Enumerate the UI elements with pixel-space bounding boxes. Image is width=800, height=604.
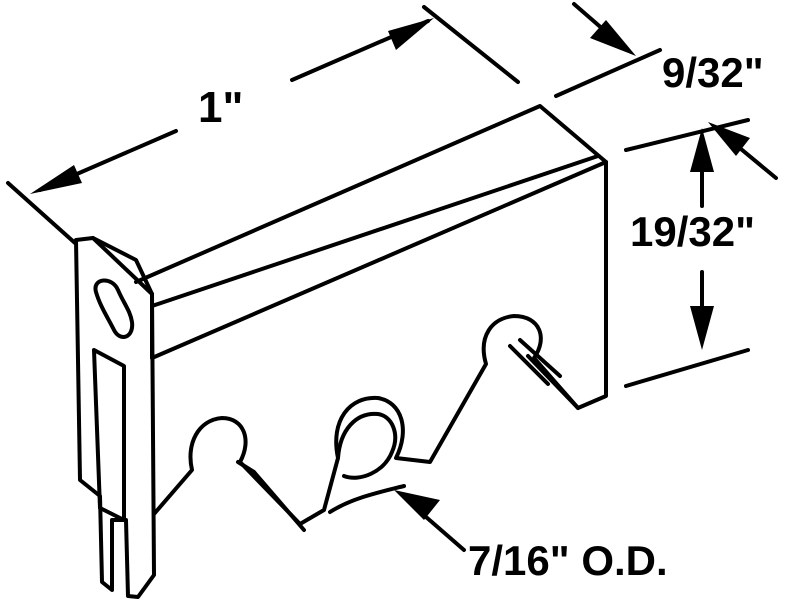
- depth-arrowhead-lower: [708, 122, 750, 156]
- post-keyhole: [93, 278, 135, 339]
- notch-profile: [152, 314, 580, 526]
- left-post-face: [74, 236, 156, 599]
- roller-arc: [328, 484, 406, 514]
- depth-arrowhead: [590, 20, 636, 56]
- notch-right-tail: [508, 338, 562, 386]
- depth-dimension: [554, 2, 778, 180]
- bracket-body: [74, 104, 608, 599]
- depth-label: 9/32": [662, 49, 764, 96]
- height-label: 19/32": [630, 208, 756, 255]
- block-right-face: [526, 160, 608, 410]
- height-extension-top: [624, 118, 750, 152]
- height-extension-bottom: [624, 348, 750, 388]
- height-dimension: [624, 118, 750, 388]
- notch-left-tail: [236, 460, 306, 532]
- left-post-top: [91, 236, 154, 296]
- od-arrowhead: [394, 490, 440, 520]
- height-arrowhead-top: [690, 128, 714, 172]
- height-arrowhead-bottom: [690, 306, 714, 350]
- width-label: 1": [198, 83, 244, 132]
- width-arrowhead-left: [30, 165, 82, 194]
- roller-outline: [336, 411, 398, 480]
- width-arrowhead-right: [388, 18, 434, 50]
- post-slot: [92, 348, 126, 522]
- od-leader: [394, 490, 466, 552]
- depth-extension-top: [554, 48, 662, 98]
- roller-diameter-label: 7/16" O.D.: [468, 537, 668, 584]
- width-dimension: [6, 5, 520, 245]
- block-ridge: [150, 154, 600, 308]
- width-extension-right: [422, 5, 520, 84]
- block-top-face: [134, 104, 608, 360]
- width-extension-left: [6, 181, 77, 245]
